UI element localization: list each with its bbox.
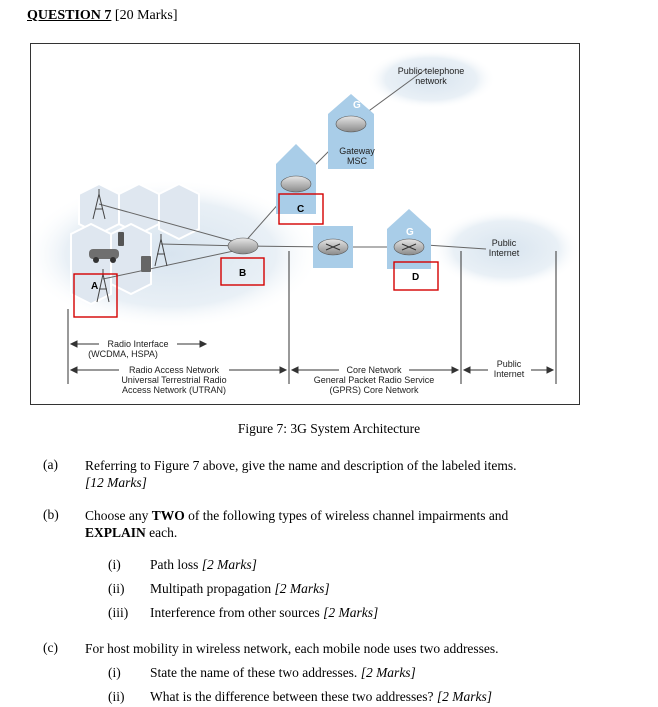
figure-caption: Figure 7: 3G System Architecture xyxy=(237,421,421,436)
part-a-marks: [12 Marks] xyxy=(85,475,147,490)
c-item-2-num: (ii) xyxy=(108,689,125,704)
mobile-device-icons xyxy=(89,232,151,272)
radio-interface-line1: Radio Interface xyxy=(107,339,168,349)
part-c-text: For host mobility in wireless network, e… xyxy=(85,641,499,656)
part-a-text: Referring to Figure 7 above, give the na… xyxy=(85,457,605,491)
b-item-3-num: (iii) xyxy=(108,605,129,620)
part-b-text: Choose any TWO of the following types of… xyxy=(85,507,605,541)
part-c-letter: (c) xyxy=(43,640,58,655)
g-mark-ggsn: G xyxy=(406,227,414,238)
c-item-2: What is the difference between these two… xyxy=(150,689,492,705)
b-item-2: Multipath propagation [2 Marks] xyxy=(150,581,330,597)
section-dividers xyxy=(67,251,557,384)
part-b-pre: Choose any xyxy=(85,508,152,523)
figure-3g-architecture: G G xyxy=(30,43,580,405)
b-item-1-num: (i) xyxy=(108,557,121,572)
diagram-svg: G G xyxy=(31,49,579,395)
b-item-3-text: Interference from other sources xyxy=(150,605,324,620)
part-b-letter: (b) xyxy=(43,507,59,522)
c-item-1-num: (i) xyxy=(108,665,121,680)
b-item-2-marks: [2 Marks] xyxy=(274,581,330,596)
g-mark-msc: G xyxy=(353,100,361,111)
public-internet-line2: Internet xyxy=(494,369,525,379)
question-title: QUESTION 7 [20 Marks] xyxy=(27,8,178,24)
gateway-msc-line1: Gateway xyxy=(339,146,375,156)
ran-line1: Radio Access Network xyxy=(129,365,220,375)
tower-icon xyxy=(92,189,106,220)
node-texts: Public telephone network Gateway MSC Pub… xyxy=(339,66,520,258)
public-internet-line1: Public xyxy=(497,359,522,369)
part-b-mid: of the following types of wireless chann… xyxy=(184,508,509,523)
ran-line2: Universal Terrestrial Radio xyxy=(121,375,226,385)
question-number: QUESTION 7 xyxy=(27,8,112,23)
label-b: B xyxy=(239,268,246,279)
b-item-3: Interference from other sources [2 Marks… xyxy=(150,605,378,621)
c-item-1-text: State the name of these two addresses. xyxy=(150,665,361,680)
label-letters: A B C D xyxy=(91,204,419,292)
b-item-2-num: (ii) xyxy=(108,581,125,596)
tower-icon xyxy=(96,269,110,303)
c-item-1-marks: [2 Marks] xyxy=(360,665,416,680)
part-b-post: each. xyxy=(145,525,178,540)
b-item-1: Path loss [2 Marks] xyxy=(150,557,257,573)
core-line3: (GPRS) Core Network xyxy=(329,385,419,395)
part-b-bold1: TWO xyxy=(151,508,185,523)
span-arrows xyxy=(69,340,555,374)
internet-cloud xyxy=(431,209,579,289)
router-icon xyxy=(280,175,312,193)
label-c: C xyxy=(297,204,304,215)
question-marks: [20 Marks] xyxy=(114,8,178,23)
label-d: D xyxy=(412,272,419,283)
part-b-bold2: EXPLAIN xyxy=(85,525,146,540)
gateway-msc-line2: MSC xyxy=(347,156,368,166)
c-item-2-text: What is the difference between these two… xyxy=(150,689,437,704)
c-item-2-marks: [2 Marks] xyxy=(436,689,493,704)
pstn-label-line1: Public telephone xyxy=(398,66,465,76)
router-icons xyxy=(227,115,425,256)
phone-icon xyxy=(118,232,124,246)
label-a: A xyxy=(91,281,98,292)
label-box-d xyxy=(393,261,439,291)
bottom-labels: Radio Interface (WCDMA, HSPA) Radio Acce… xyxy=(88,339,525,395)
core-line2: General Packet Radio Service xyxy=(314,375,435,385)
pstn-cloud xyxy=(366,49,496,109)
car-icon xyxy=(89,249,119,259)
router-icon xyxy=(335,115,367,133)
internet-cloud-line1: Public xyxy=(492,238,517,248)
internet-cloud-line2: Internet xyxy=(489,248,520,258)
label-box-a xyxy=(73,273,118,318)
label-box-b xyxy=(220,257,265,286)
label-boxes xyxy=(73,193,439,318)
pstn-label-line2: network xyxy=(415,76,447,86)
ran-line3: Access Network (UTRAN) xyxy=(122,385,226,395)
part-a-question: Referring to Figure 7 above, give the na… xyxy=(85,458,517,473)
label-box-c xyxy=(278,193,324,225)
router-icon xyxy=(227,237,259,255)
handset-icon xyxy=(141,256,151,272)
b-item-1-marks: [2 Marks] xyxy=(201,557,257,572)
c-item-1: State the name of these two addresses. [… xyxy=(150,665,416,681)
tower-icon xyxy=(154,234,168,267)
part-a-letter: (a) xyxy=(43,457,58,472)
b-item-3-marks: [2 Marks] xyxy=(323,605,379,620)
tower-icons xyxy=(92,189,168,303)
b-item-2-text: Multipath propagation xyxy=(150,581,275,596)
b-item-1-text: Path loss xyxy=(150,557,202,572)
radio-interface-line2: (WCDMA, HSPA) xyxy=(88,349,158,359)
core-line1: Core Network xyxy=(346,365,402,375)
